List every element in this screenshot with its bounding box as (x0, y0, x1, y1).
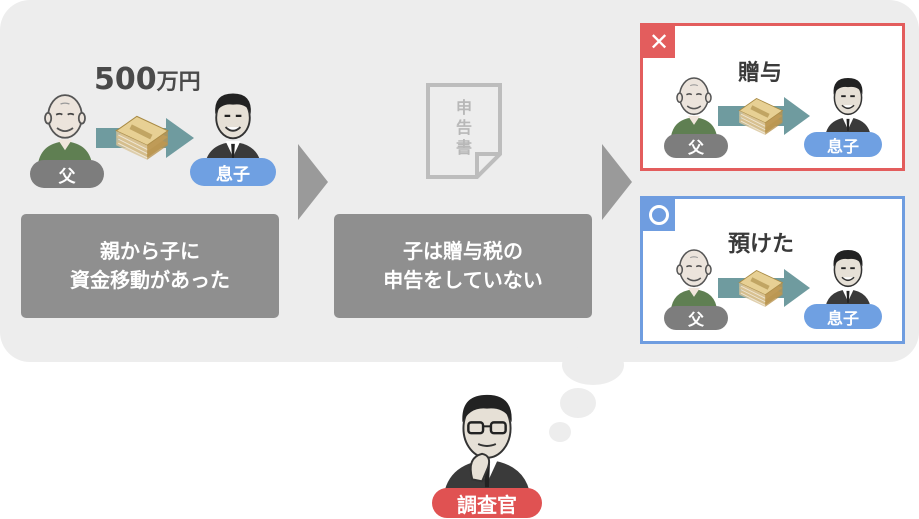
gift-son-label: 息子 (804, 132, 882, 157)
step-arrow-2-icon (602, 144, 632, 220)
cross-mark-icon: ✕ (643, 26, 675, 58)
gift-money-icon (734, 94, 786, 136)
inspector-icon (433, 385, 541, 503)
thought-dot-large (562, 345, 624, 385)
deposit-son-icon (818, 244, 878, 312)
transfer-amount: 500万円 (94, 62, 201, 97)
document-label: 申 告 書 (454, 98, 474, 158)
gift-father-icon (664, 72, 724, 140)
circle-mark-icon (643, 199, 675, 231)
left-caption-line1: 親から子に (100, 239, 200, 263)
middle-caption-line1: 子は贈与税の (403, 239, 523, 263)
father-label: 父 (30, 160, 104, 188)
deposit-son-label: 息子 (804, 304, 882, 329)
son-label: 息子 (190, 158, 276, 186)
left-caption-box: 親から子に 資金移動があった (21, 214, 279, 318)
gift-title: 贈与 (738, 61, 783, 86)
thought-dot-medium (560, 388, 596, 418)
doc-char-2: 告 (455, 118, 472, 137)
gift-father-label: 父 (664, 134, 728, 158)
doc-char-3: 書 (455, 138, 472, 157)
deposit-title: 預けた (728, 232, 795, 257)
gift-son-icon (818, 72, 878, 140)
amount-unit: 万円 (156, 70, 201, 95)
deposit-money-icon (734, 266, 786, 308)
step-arrow-1-icon (298, 144, 328, 220)
middle-caption-box: 子は贈与税の 申告をしていない (334, 214, 592, 318)
amount-value: 500 (94, 62, 157, 97)
thought-dot-small (549, 422, 571, 442)
left-caption-line2: 資金移動があった (70, 268, 230, 292)
middle-caption-line2: 申告をしていない (383, 268, 543, 292)
father-icon (30, 88, 100, 168)
deposit-father-label: 父 (664, 306, 728, 330)
inspector-label: 調査官 (432, 488, 542, 518)
document-icon (426, 83, 502, 179)
money-stack-icon (110, 112, 172, 160)
deposit-father-icon (664, 244, 724, 312)
doc-char-1: 申 (455, 98, 472, 117)
